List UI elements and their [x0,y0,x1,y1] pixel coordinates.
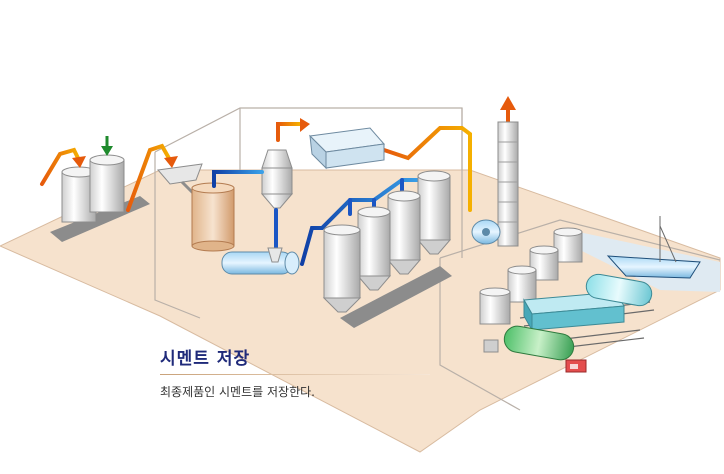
cement-storage-silos [322,170,452,328]
caption-description: 최종제품인 시멘트를 저장한다. [160,385,315,399]
red-truck [565,359,587,373]
caption-block: 시멘트 저장 최종제품인 시멘트를 저장한다. [160,344,440,400]
raw-material-silos [50,154,150,242]
arrow-in-icon [72,156,86,168]
cyan-tanker [585,273,653,307]
screw-conveyor [221,247,300,275]
green-arrow-icon [101,146,113,156]
bag-filter [308,127,385,170]
shipping-yard [479,216,701,373]
hopper-and-mill [157,163,235,252]
loading-silos [479,227,583,325]
hot-flow-lines [40,106,510,212]
caption-title: 시멘트 저장 [160,349,251,369]
arrow-right-icon [300,118,310,132]
arrow-in-icon [164,156,178,168]
separator-cyclone [260,149,294,209]
green-mixer-truck [483,325,575,361]
building-wireframe [154,107,721,411]
cargo-ship [606,216,701,279]
caption-divider [160,374,430,375]
exhaust-stack [471,121,519,247]
exhaust-arrow-icon [500,96,516,110]
